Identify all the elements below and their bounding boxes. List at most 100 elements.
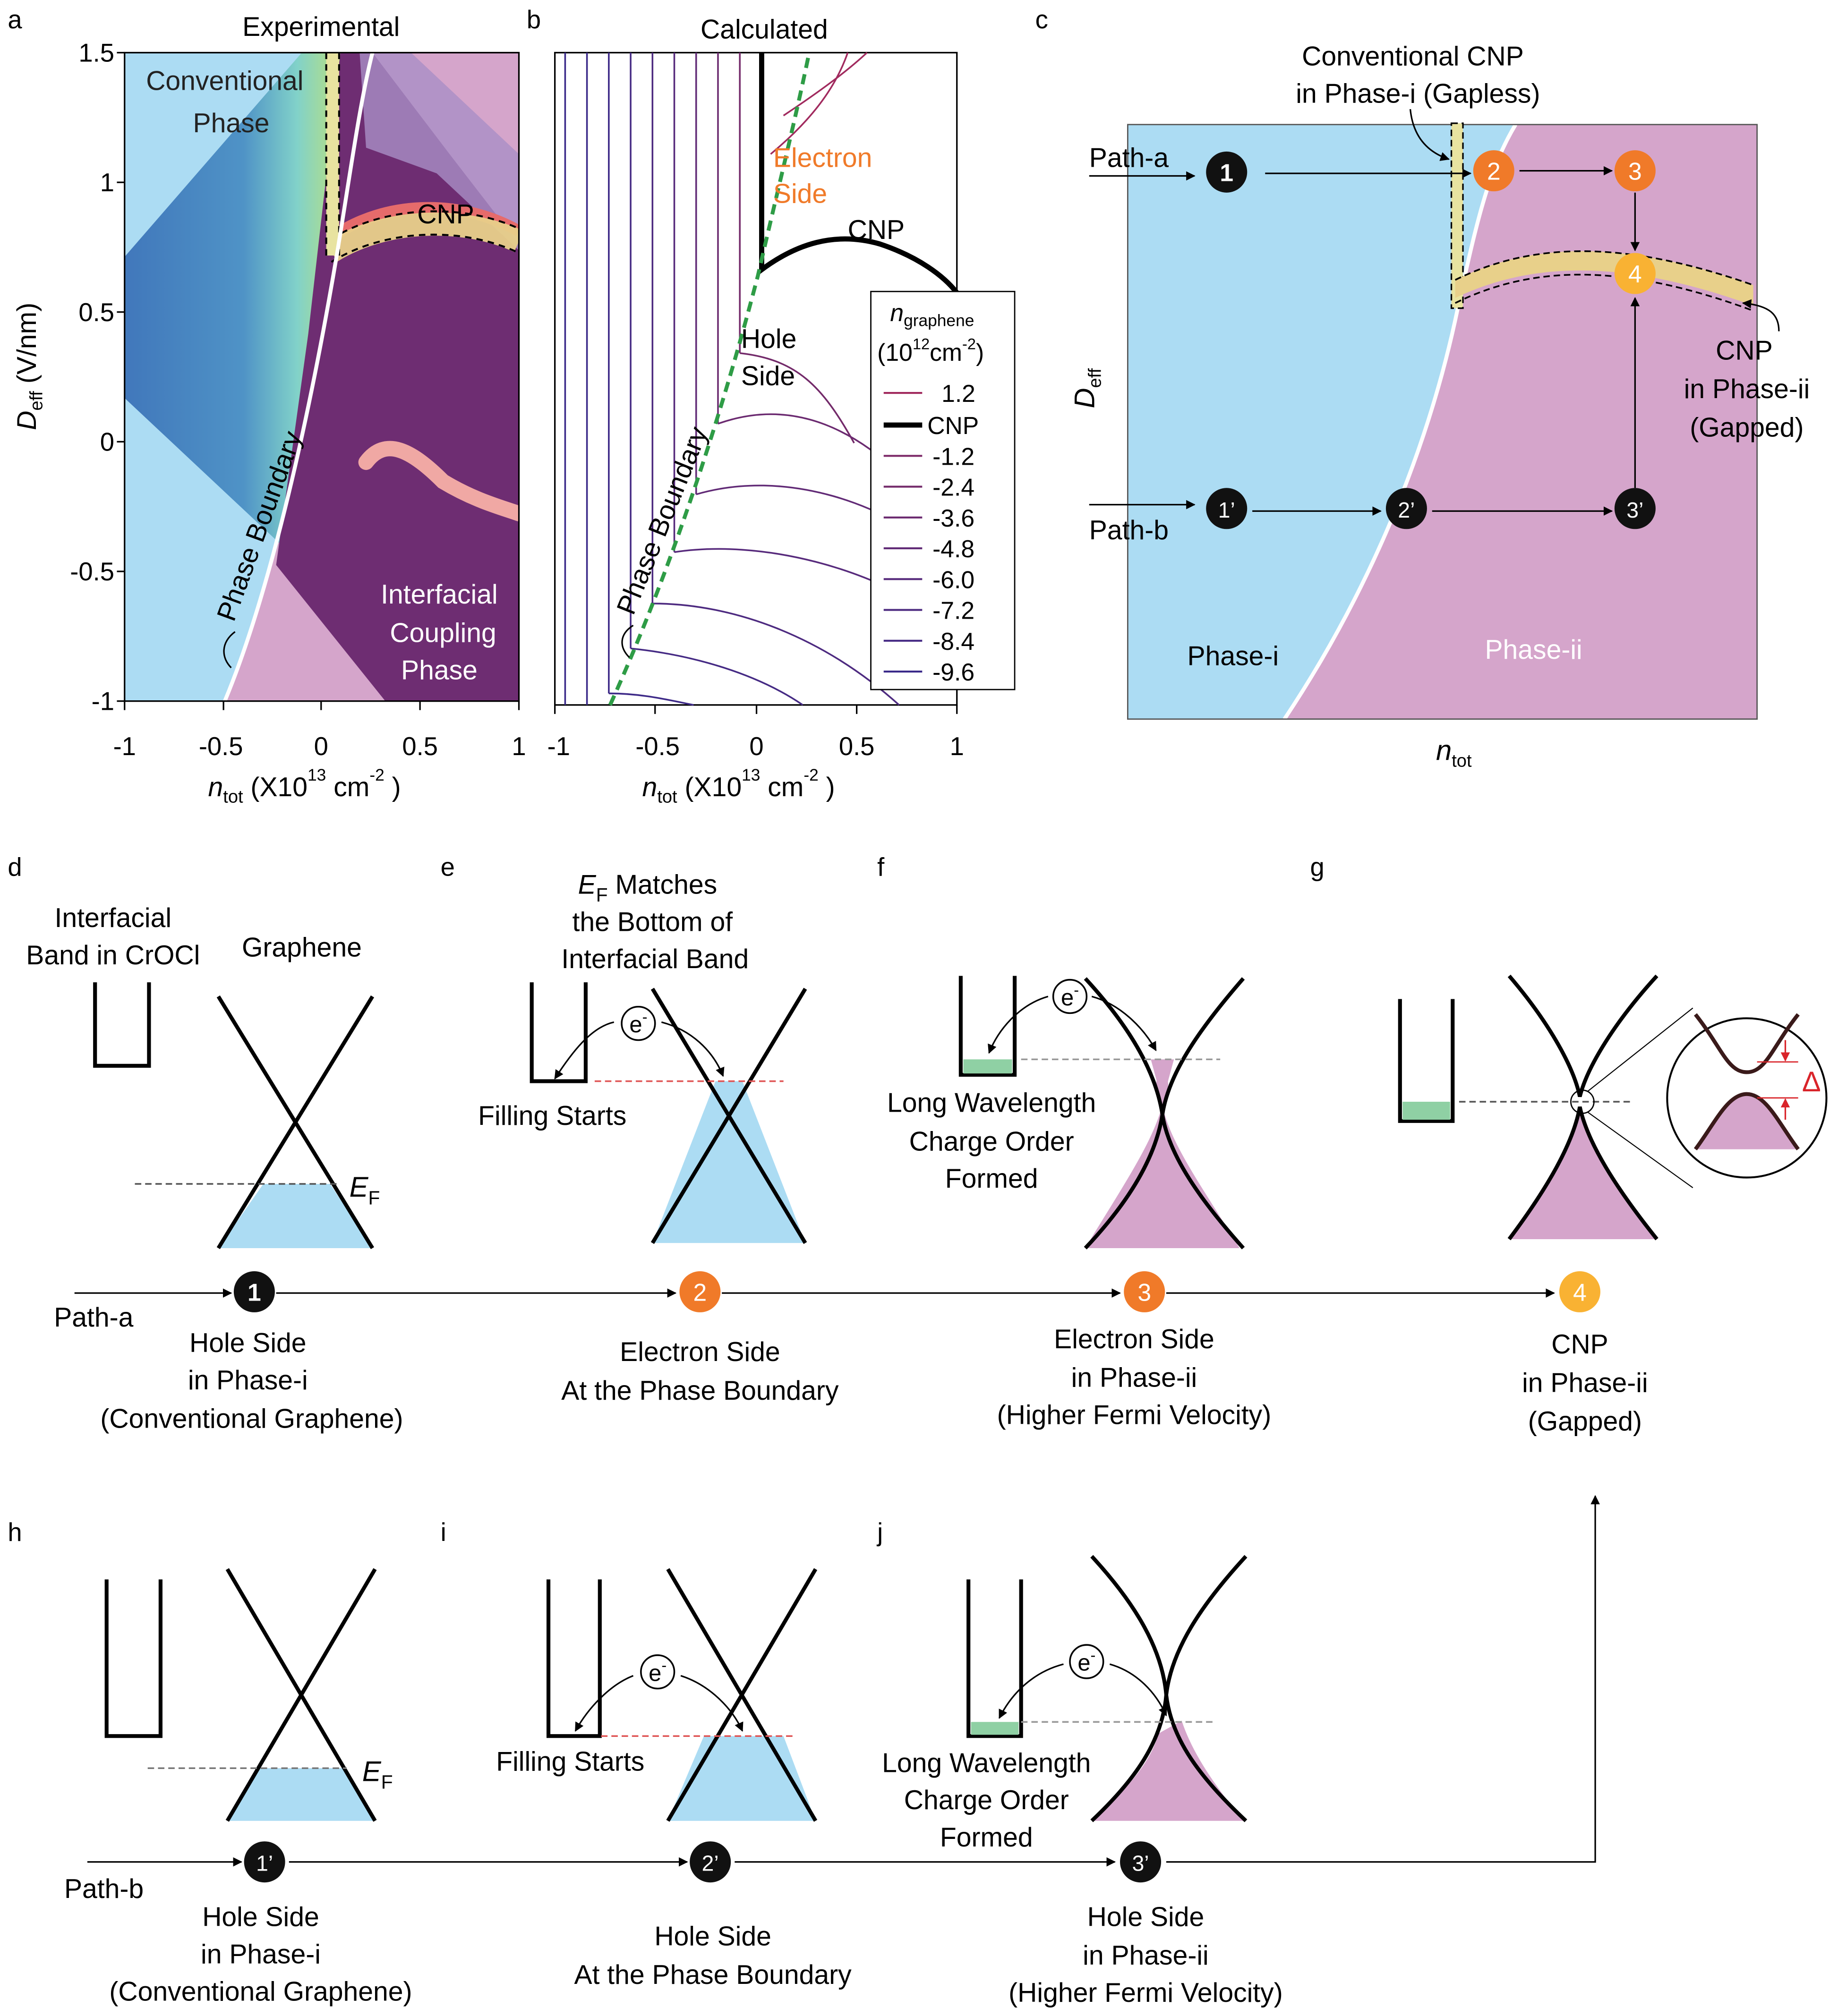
- legend-label: -9.6: [932, 658, 974, 686]
- d-node-2: [679, 1271, 721, 1312]
- i-transfer-arrow-right: [680, 1675, 744, 1732]
- panel-b-curved-lines: [608, 52, 957, 706]
- svg-text:3: 3: [1628, 158, 1642, 185]
- xtick: 0.5: [402, 732, 438, 761]
- j-transfer-arrow-right: [1109, 1663, 1167, 1717]
- c-xlabel: ntot: [1436, 735, 1472, 771]
- xtick: 1: [950, 732, 964, 761]
- f-long-3: Formed: [945, 1164, 1038, 1194]
- hole-side-label-1: Hole: [741, 324, 796, 354]
- j-upper-cone: [1090, 1555, 1248, 1695]
- g-zoom-lower-band: [1693, 1092, 1800, 1151]
- panel-letter-a: a: [8, 5, 22, 34]
- panel-b-legend: ngraphene (1012cm-2) 1.2 CNP -1.2 -2.4 -…: [870, 290, 1016, 690]
- panel-e: EF Matches the Bottom of Interfacial Ban…: [478, 869, 807, 1244]
- path-b-label: Path-b: [1089, 515, 1169, 545]
- d-interfacial-1: Interfacial: [55, 903, 172, 933]
- cnp-band: [325, 213, 519, 262]
- calc-phase-boundary: [608, 52, 812, 706]
- c-conventional-pointer: [1409, 109, 1450, 161]
- ytick: 0: [100, 427, 114, 456]
- ytick: -1: [92, 687, 114, 716]
- xtick: 0: [314, 732, 328, 761]
- conventional-phase-label-2: Phase: [193, 108, 269, 138]
- xtick: -0.5: [199, 732, 243, 761]
- j-transfer-arrow-left: [999, 1663, 1064, 1719]
- e-electron-icon: [621, 1006, 656, 1041]
- c-ylabel: Deff: [1069, 368, 1105, 408]
- panel-i: e- Filling Starts: [496, 1568, 818, 1822]
- desc-3-line: (Higher Fermi Velocity): [997, 1400, 1272, 1430]
- svg-text:3’: 3’: [1626, 498, 1643, 522]
- h-ef-label: EF: [362, 1755, 393, 1793]
- path-b-descriptions: Hole Side in Phase-i (Conventional Graph…: [109, 1902, 1282, 2008]
- c-cnp-ii-pointer: [1742, 299, 1780, 332]
- node-1-prime: [1206, 488, 1248, 529]
- panel-letter-e: e: [441, 852, 455, 881]
- exp-map-left: [124, 52, 341, 553]
- h-dirac-cone: [225, 1568, 377, 1822]
- c-phase-ii-label: Phase-ii: [1485, 635, 1582, 665]
- xtick: 0.5: [839, 732, 875, 761]
- c-path-arrows: [1252, 166, 1640, 516]
- ytick: 1: [100, 168, 114, 197]
- node-2-prime: [1385, 488, 1427, 529]
- path-a-descriptions: Hole Side in Phase-i (Conventional Graph…: [100, 1324, 1648, 1437]
- legend-label: CNP: [927, 412, 979, 439]
- j-long-1: Long Wavelength: [882, 1748, 1091, 1778]
- panel-letter-i: i: [441, 1518, 446, 1547]
- svg-text:1’: 1’: [256, 1851, 273, 1876]
- legend-label: -7.2: [932, 597, 974, 624]
- panel-letter-j: j: [876, 1518, 883, 1547]
- g-interfacial-band: [1398, 999, 1455, 1123]
- f-transfer-arrow-right: [1091, 995, 1157, 1051]
- row-d-g: Interfacial Band in CrOCl Graphene EF EF…: [26, 869, 1828, 1437]
- panel-d: Interfacial Band in CrOCl Graphene EF: [26, 903, 380, 1250]
- calc-boundary-pointer: [621, 624, 634, 658]
- xtick: 0: [749, 732, 763, 761]
- panel-j: e- Long Wavelength Charge Order Formed: [882, 1555, 1248, 1853]
- g-zoom-filled: [1695, 1094, 1798, 1149]
- panel-b-xticks: -1 -0.5 0 0.5 1: [547, 732, 964, 761]
- desc-4-line: CNP: [1551, 1329, 1608, 1360]
- panel-letters: a b c d e f g h i j: [8, 5, 1324, 1547]
- d-path-a-label: Path-a: [54, 1302, 133, 1333]
- c-cnp-edge-bottom: [1454, 273, 1754, 312]
- legend-label: -1.2: [932, 442, 974, 470]
- legend-label: -8.4: [932, 628, 974, 655]
- i-interfacial-band: [546, 1579, 602, 1738]
- legend-title: ngraphene: [890, 299, 974, 330]
- d-interfacial-band: [93, 982, 151, 1068]
- svg-text:2’: 2’: [702, 1851, 719, 1876]
- panel-a: Experimental Conventional Phase CNP Ph: [12, 12, 526, 807]
- i-electron-label: e-: [649, 1657, 667, 1686]
- legend-label: -6.0: [932, 566, 974, 593]
- ytick: 1.5: [78, 39, 114, 68]
- j-electron-icon: [1069, 1644, 1104, 1679]
- legend-labels: 1.2 CNP -1.2 -2.4 -3.6 -4.8 -6.0 -7.2 -8…: [927, 380, 979, 686]
- phase-boundary-curve: [223, 52, 375, 701]
- j-band-filling: [971, 1722, 1019, 1735]
- panel-c-frame: [1127, 124, 1758, 720]
- calc-cnp-line: [759, 52, 959, 295]
- hdesc-3-line: Hole Side: [1087, 1902, 1205, 1932]
- e-label-2: the Bottom of: [573, 907, 733, 937]
- desc-1-line: in Phase-i: [188, 1365, 308, 1395]
- e-transfer-arrow-left: [554, 1021, 615, 1080]
- g-lower-cone: [1507, 1106, 1658, 1241]
- legend-label: -4.8: [932, 535, 974, 562]
- i-dirac-cone: [666, 1568, 818, 1822]
- d-node-4: [1559, 1271, 1600, 1312]
- legend-label: -2.4: [932, 474, 974, 501]
- svg-text:1: 1: [1220, 159, 1233, 186]
- interfacial-label-3: Phase: [401, 655, 478, 685]
- g-zoom-upper-band: [1694, 1013, 1800, 1074]
- legend-swatches: [883, 392, 923, 673]
- i-filling-starts: Filling Starts: [496, 1747, 644, 1777]
- panel-a-ylabel: Deff (V/nm): [12, 303, 47, 430]
- desc-1-line: (Conventional Graphene): [100, 1404, 403, 1434]
- xtick: -0.5: [635, 732, 680, 761]
- panel-letter-f: f: [877, 852, 885, 881]
- hdesc-1-line: Hole Side: [202, 1902, 319, 1932]
